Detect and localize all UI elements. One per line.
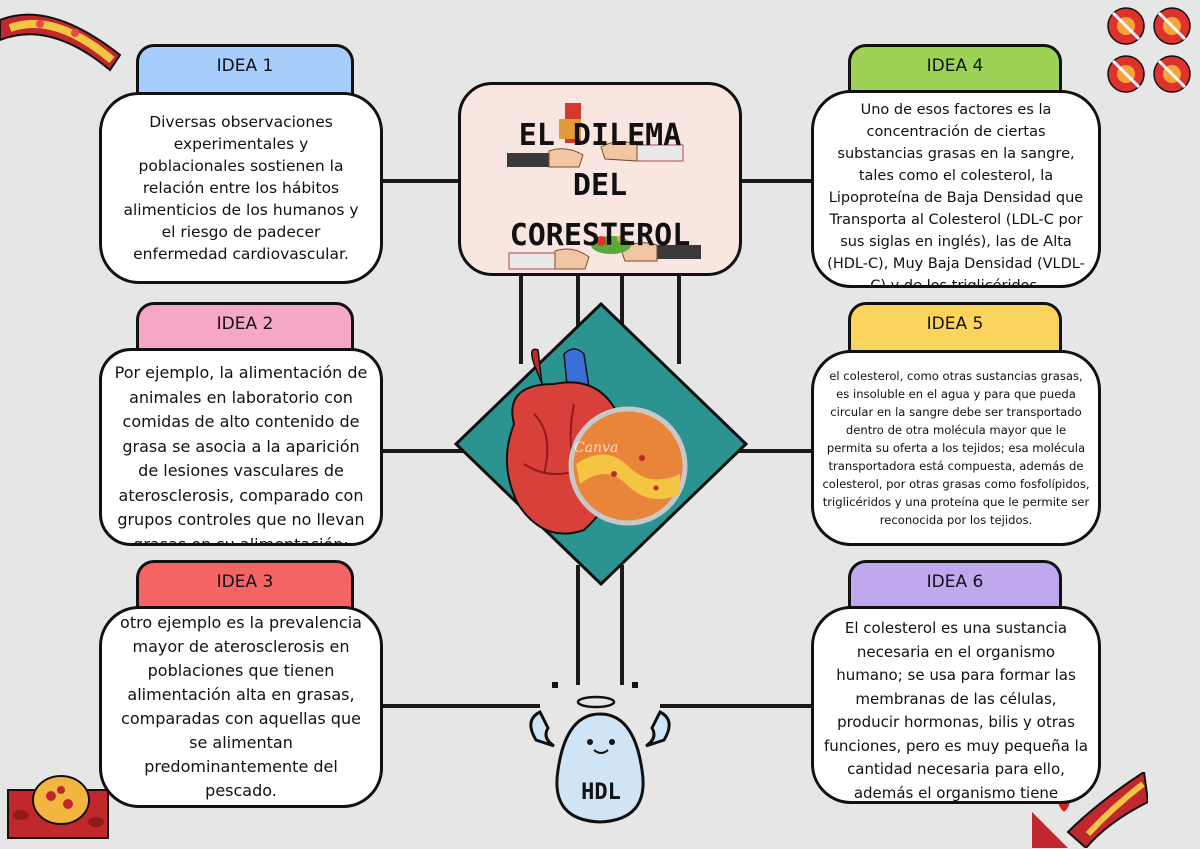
idea-2-tab: IDEA 2 (136, 302, 354, 354)
connector-line (660, 704, 816, 708)
idea-5-text: el colesterol, como otras sustancias gra… (822, 369, 1090, 527)
connector-line (380, 449, 470, 453)
idea-6-box: El colesterol es una sustancia necesaria… (811, 606, 1101, 804)
idea-6-text: El colesterol es una sustancia necesaria… (824, 619, 1088, 802)
idea-5-tab: IDEA 5 (848, 302, 1062, 354)
idea-1-text: Diversas observaciones experimentales y … (123, 113, 359, 263)
blood-drop-icon (1032, 772, 1148, 848)
connector-line (380, 179, 460, 183)
idea-1-tab: IDEA 1 (136, 44, 354, 96)
connector-line (380, 704, 540, 708)
idea-3-text: otro ejemplo es la prevalencia mayor de … (120, 613, 362, 800)
artery-icon (0, 13, 122, 72)
food-hands-icon (507, 103, 701, 270)
connector-line (620, 274, 624, 334)
idea-3-box: otro ejemplo es la prevalencia mayor de … (99, 606, 383, 808)
idea-1-tab-label: IDEA 1 (216, 56, 274, 76)
connector-line (620, 565, 624, 685)
idea-4-tab-label: IDEA 4 (926, 56, 984, 76)
page-title: EL DILEMA DEL CORESTEROL (509, 118, 691, 253)
no-fat-icon (1107, 7, 1191, 93)
idea-5-tab-label: IDEA 5 (926, 314, 984, 334)
connector-line (576, 274, 580, 334)
title-box: EL DILEMA DEL CORESTEROL (458, 82, 742, 276)
connector-line (576, 565, 580, 685)
idea-6-tab-label: IDEA 6 (926, 572, 984, 592)
connector-line (732, 449, 816, 453)
connector-line (740, 179, 814, 183)
idea-3-tab: IDEA 3 (136, 560, 354, 612)
idea-2-box: Por ejemplo, la alimentación de animales… (99, 348, 383, 546)
magnifier-icon (568, 406, 688, 526)
hdl-label: HDL (581, 780, 621, 805)
idea-2-tab-label: IDEA 2 (216, 314, 274, 334)
idea-2-text: Por ejemplo, la alimentación de animales… (114, 363, 368, 546)
hdl-mascot-icon (529, 682, 671, 824)
idea-1-box: Diversas observaciones experimentales y … (99, 92, 383, 284)
idea-3-tab-label: IDEA 3 (216, 572, 274, 592)
idea-4-box: Uno de esos factores es la concentración… (811, 90, 1101, 288)
cells-icon (7, 775, 109, 839)
connector-line (677, 274, 681, 364)
idea-5-box: el colesterol, como otras sustancias gra… (811, 350, 1101, 546)
connector-line (519, 274, 523, 364)
canva-watermark: Canva (574, 440, 619, 456)
idea-4-text: Uno de esos factores es la concentración… (827, 102, 1085, 288)
idea-4-tab: IDEA 4 (848, 44, 1062, 96)
idea-6-tab: IDEA 6 (848, 560, 1062, 612)
